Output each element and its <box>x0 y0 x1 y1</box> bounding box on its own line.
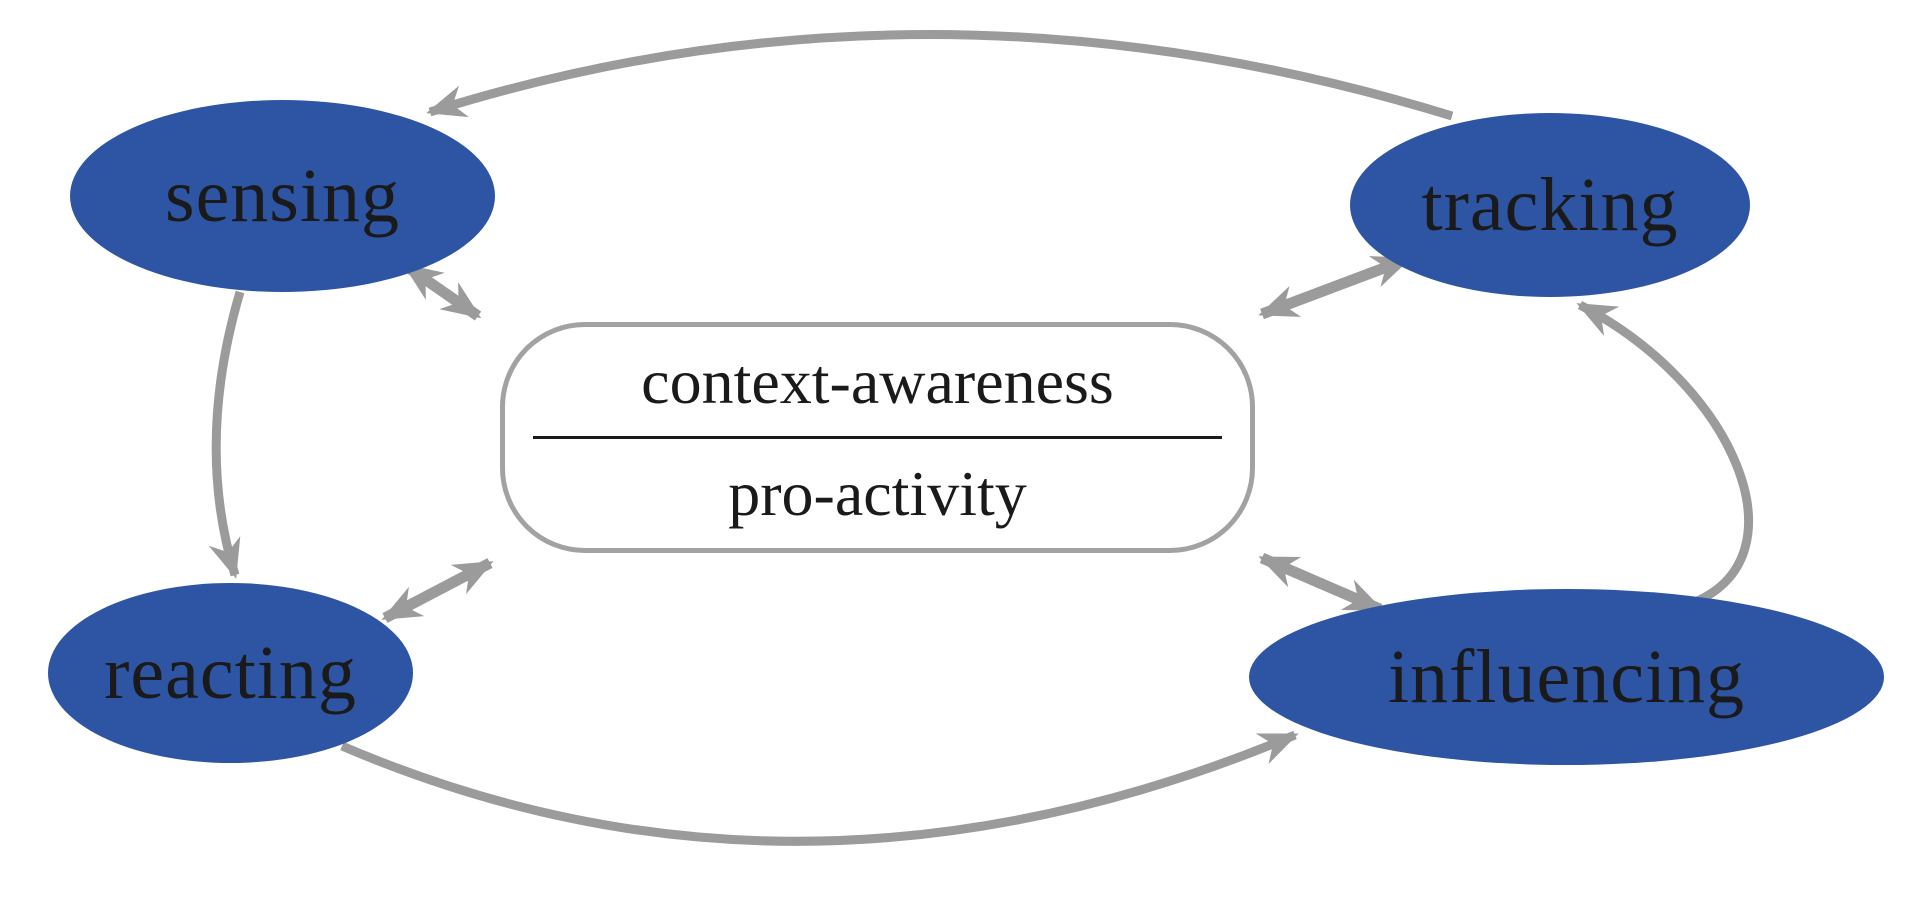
arrow-tracking-centerbox <box>1258 253 1412 320</box>
arrow-reacting-to-influencing <box>340 730 1299 846</box>
node-sensing-label: sensing <box>165 154 400 238</box>
center-box-numerator: context-awareness <box>641 345 1114 417</box>
arrow-sensing-centerbox <box>402 261 482 321</box>
node-influencing: influencing <box>1249 589 1884 765</box>
node-sensing: sensing <box>70 100 495 292</box>
arrow-influencing-centerbox <box>1258 552 1384 615</box>
arrow-reacting-centerbox <box>381 558 494 623</box>
arrow-influencing-to-tracking <box>1576 301 1753 607</box>
center-box: context-awareness pro-activity <box>500 322 1255 553</box>
center-box-denominator: pro-activity <box>728 457 1027 529</box>
arrow-tracking-to-sensing <box>426 30 1454 121</box>
node-influencing-label: influencing <box>1387 635 1746 719</box>
node-tracking-label: tracking <box>1421 163 1679 247</box>
node-reacting: reacting <box>48 583 413 763</box>
node-tracking: tracking <box>1350 113 1750 297</box>
fraction-divider-line <box>533 436 1222 439</box>
node-reacting-label: reacting <box>104 631 357 715</box>
arrow-sensing-to-reacting <box>208 290 245 579</box>
